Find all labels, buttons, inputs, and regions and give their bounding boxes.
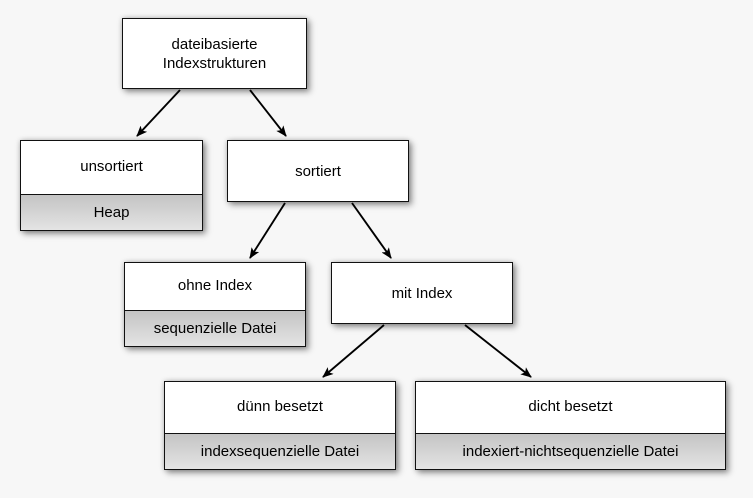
node-mit-index-title: mit Index bbox=[332, 263, 512, 323]
edge-sortiert-to-ohne-index bbox=[249, 202, 286, 259]
node-ohne-index-subtitle: sequenzielle Datei bbox=[125, 310, 305, 346]
edge-sortiert-to-mit-index bbox=[351, 202, 392, 259]
edge-mit-index-to-duenn bbox=[322, 324, 385, 378]
node-root-title: dateibasierte Indexstrukturen bbox=[123, 19, 306, 88]
node-unsortiert-title: unsortiert bbox=[21, 141, 202, 194]
node-root[interactable]: dateibasierte Indexstrukturen bbox=[122, 18, 307, 89]
edge-root-to-sortiert bbox=[249, 89, 287, 137]
node-sortiert[interactable]: sortiert bbox=[227, 140, 409, 202]
node-duenn-besetzt-title: dünn besetzt bbox=[165, 382, 395, 433]
edge-root-to-unsortiert bbox=[136, 89, 181, 137]
node-sortiert-title: sortiert bbox=[228, 141, 408, 201]
node-dicht-besetzt-title: dicht besetzt bbox=[416, 382, 725, 433]
node-duenn-besetzt-subtitle: indexsequenzielle Datei bbox=[165, 433, 395, 469]
node-unsortiert-subtitle: Heap bbox=[21, 194, 202, 230]
node-mit-index[interactable]: mit Index bbox=[331, 262, 513, 324]
edge-mit-index-to-dicht bbox=[464, 324, 532, 378]
node-ohne-index-title: ohne Index bbox=[125, 263, 305, 310]
node-dicht-besetzt-subtitle: indexiert-nichtsequenzielle Datei bbox=[416, 433, 725, 469]
